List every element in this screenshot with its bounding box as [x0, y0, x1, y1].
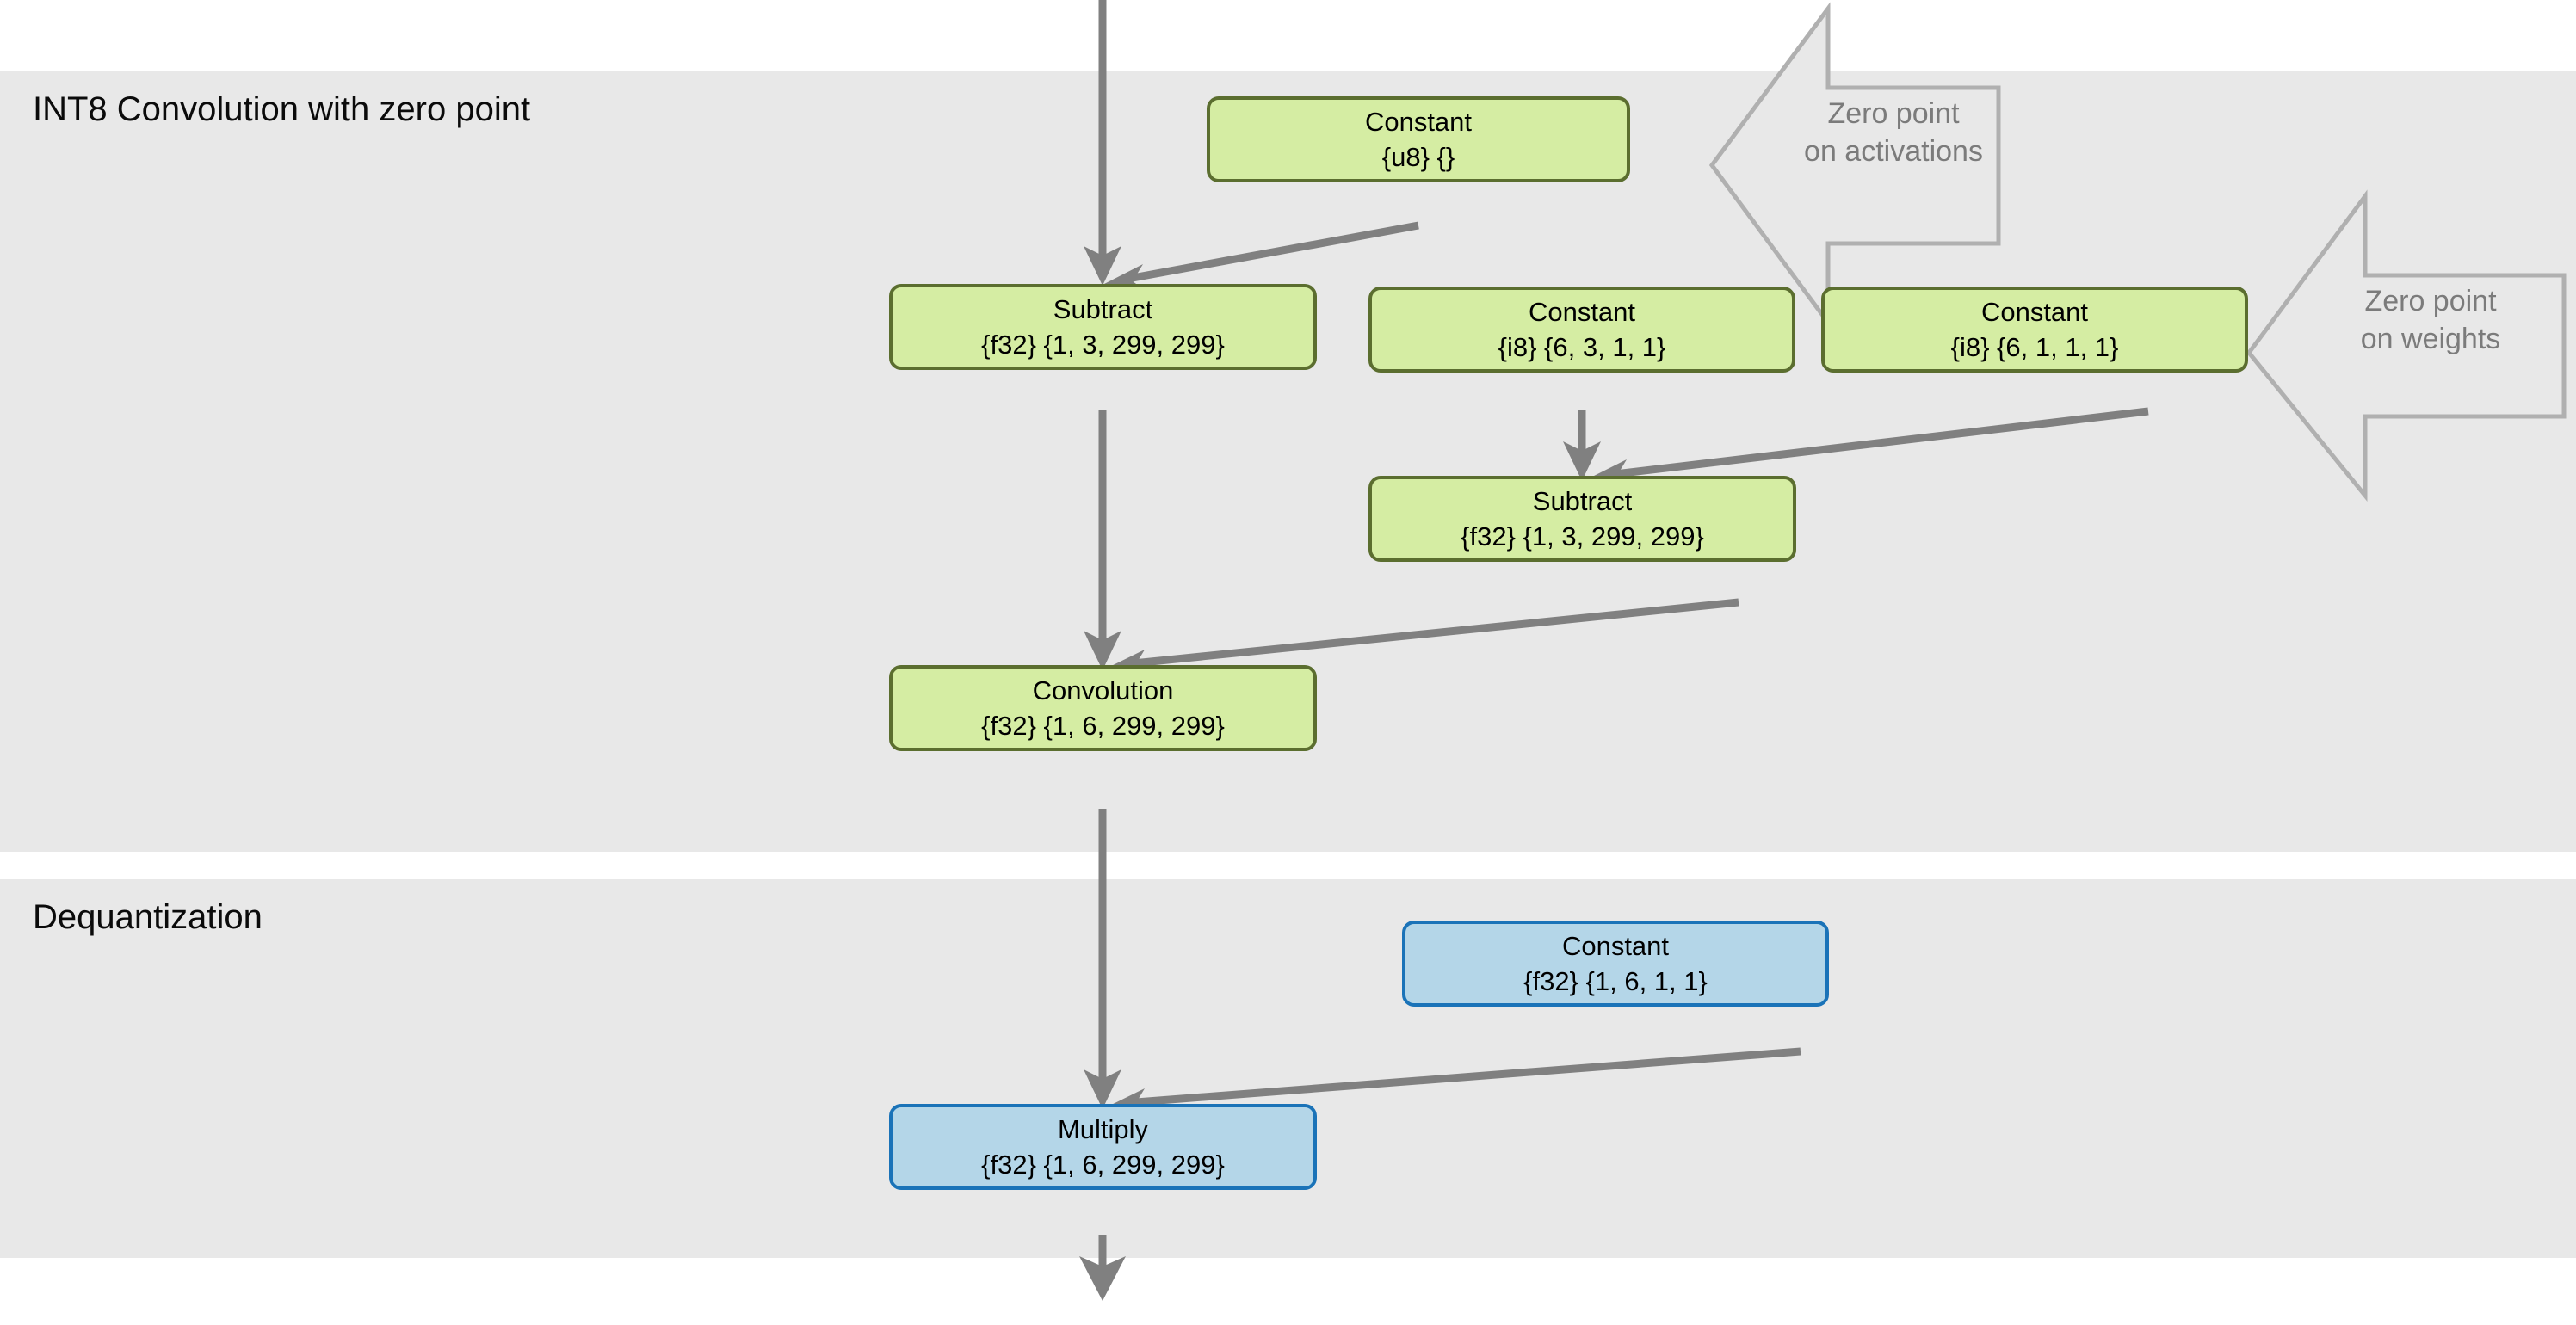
node-constant-i8-zero-point[interactable]: Constant {i8} {6, 1, 1, 1} — [1821, 287, 2248, 373]
node-op-label: Constant — [1561, 930, 1670, 961]
node-op-label: Constant — [1364, 106, 1473, 137]
section-title-dequantization: Dequantization — [33, 898, 263, 936]
node-constant-u8[interactable]: Constant {u8} {} — [1207, 96, 1630, 182]
node-convolution[interactable]: Convolution {f32} {1, 6, 299, 299} — [889, 665, 1317, 751]
node-multiply[interactable]: Multiply {f32} {1, 6, 299, 299} — [889, 1104, 1317, 1190]
node-spec-label: {i8} {6, 3, 1, 1} — [1498, 332, 1666, 362]
node-op-label: Constant — [1980, 296, 2089, 327]
node-spec-label: {u8} {} — [1381, 142, 1455, 172]
section-band-dequantization — [0, 879, 2576, 1258]
callout-label-zero-point-on-activations: Zero point on activations — [1804, 97, 1983, 169]
node-spec-label: {f32} {1, 3, 299, 299} — [1461, 521, 1704, 552]
node-spec-label: {f32} {1, 6, 1, 1} — [1523, 966, 1708, 996]
node-spec-label: {i8} {6, 1, 1, 1} — [1950, 332, 2119, 362]
node-op-label: Multiply — [1057, 1113, 1149, 1144]
node-op-label: Subtract — [1053, 293, 1153, 324]
node-constant-f32-scale[interactable]: Constant {f32} {1, 6, 1, 1} — [1402, 921, 1829, 1007]
node-op-label: Constant — [1528, 296, 1636, 327]
node-spec-label: {f32} {1, 3, 299, 299} — [981, 330, 1225, 360]
node-subtract-activations[interactable]: Subtract {f32} {1, 3, 299, 299} — [889, 284, 1317, 370]
node-spec-label: {f32} {1, 6, 299, 299} — [981, 711, 1225, 741]
node-spec-label: {f32} {1, 6, 299, 299} — [981, 1149, 1225, 1180]
callout-label-zero-point-on-weights: Zero point on weights — [2360, 285, 2501, 356]
node-op-label: Convolution — [1032, 675, 1174, 706]
node-op-label: Subtract — [1532, 485, 1633, 516]
section-title-convolution: INT8 Convolution with zero point — [33, 90, 531, 128]
node-constant-i8-weights[interactable]: Constant {i8} {6, 3, 1, 1} — [1368, 287, 1795, 373]
node-subtract-weights[interactable]: Subtract {f32} {1, 3, 299, 299} — [1368, 476, 1796, 562]
